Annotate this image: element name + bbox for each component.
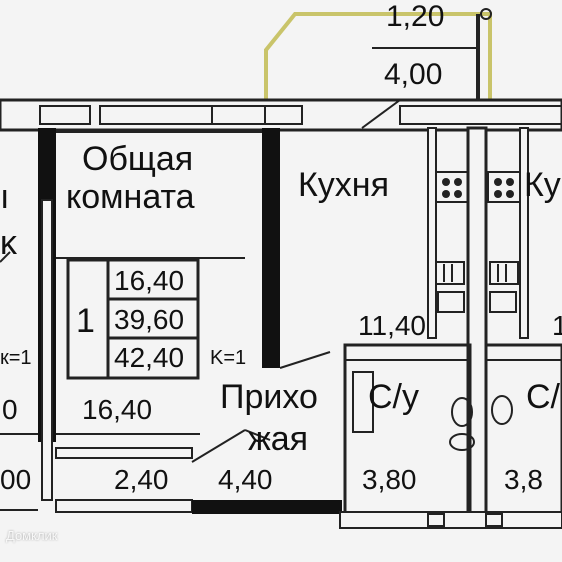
wall-kitchen-partition xyxy=(427,127,437,339)
hall-name-2: жая xyxy=(248,420,309,458)
window-left xyxy=(39,105,91,125)
left-fragment-area: 0 xyxy=(2,394,18,425)
watermark-logo: Домклик xyxy=(6,528,58,543)
balcony-depth: 1,20 xyxy=(386,0,445,33)
corridor-wall-top xyxy=(55,447,193,459)
bath-fixture-icon xyxy=(352,371,374,433)
left-fragment-bottom-number: 00 xyxy=(0,464,32,495)
entry-door-swing xyxy=(191,429,246,463)
left-fragment-char-top: ı xyxy=(0,178,10,216)
living-coef: K=1 xyxy=(210,347,247,369)
counter-icon-right xyxy=(489,291,517,313)
kitchen-right-name: Ку xyxy=(524,166,561,204)
left-fragment-diagonal xyxy=(0,251,11,263)
vent-icon-right xyxy=(485,513,503,527)
window-right xyxy=(399,105,562,125)
toilet-icon xyxy=(451,397,473,427)
living-room-area: 16,40 xyxy=(82,394,153,425)
bathroom-right-name: С/ xyxy=(526,378,560,416)
area-total: 39,60 xyxy=(114,304,185,335)
toilet-icon-right xyxy=(491,395,513,425)
hall-name-1: Прихо xyxy=(220,378,318,416)
counter-icon xyxy=(437,291,465,313)
bathroom-name: С/у xyxy=(368,378,419,416)
living-room-name-1: Общая xyxy=(82,140,194,178)
wall-left-thin xyxy=(41,199,53,501)
corridor-wall-bottom xyxy=(55,499,193,513)
wall-living-right xyxy=(262,128,280,368)
top-exterior-wall xyxy=(0,98,562,132)
apartment-number: 1 xyxy=(76,302,95,340)
left-fragment-coef: к=1 xyxy=(0,347,32,369)
window-kitchen xyxy=(211,105,303,125)
bathroom-area: 3,80 xyxy=(362,464,417,495)
wall-right-partition xyxy=(519,127,529,339)
left-fragment-char-mid: ĸ xyxy=(0,224,17,262)
living-room-name-2: комната xyxy=(66,178,195,216)
entry-wall xyxy=(192,500,342,514)
stove-icon xyxy=(435,171,469,203)
area-total-balcony: 42,40 xyxy=(114,342,185,373)
corridor-area: 2,40 xyxy=(114,464,169,495)
balcony-marker xyxy=(480,8,492,20)
kitchen-right-area: 1 xyxy=(552,310,562,341)
sink-icon xyxy=(435,261,465,285)
balcony-width: 4,00 xyxy=(384,58,443,91)
kitchen-area: 11,40 xyxy=(358,310,426,341)
washbasin-icon xyxy=(449,433,475,451)
hall-door-swing xyxy=(279,351,331,369)
vent-icon xyxy=(427,513,445,527)
bottom-exterior-wall xyxy=(339,511,562,529)
sink-icon-right xyxy=(489,261,519,285)
info-box xyxy=(66,258,200,380)
stove-icon-right xyxy=(487,171,521,203)
hall-area: 4,40 xyxy=(218,464,273,495)
window-living xyxy=(99,105,266,125)
area-living: 16,40 xyxy=(114,265,185,296)
bathroom-right-area: 3,8 xyxy=(504,464,543,495)
balcony-door-swing xyxy=(361,99,401,129)
kitchen-name: Кухня xyxy=(298,166,389,204)
balcony-outline xyxy=(264,12,492,100)
